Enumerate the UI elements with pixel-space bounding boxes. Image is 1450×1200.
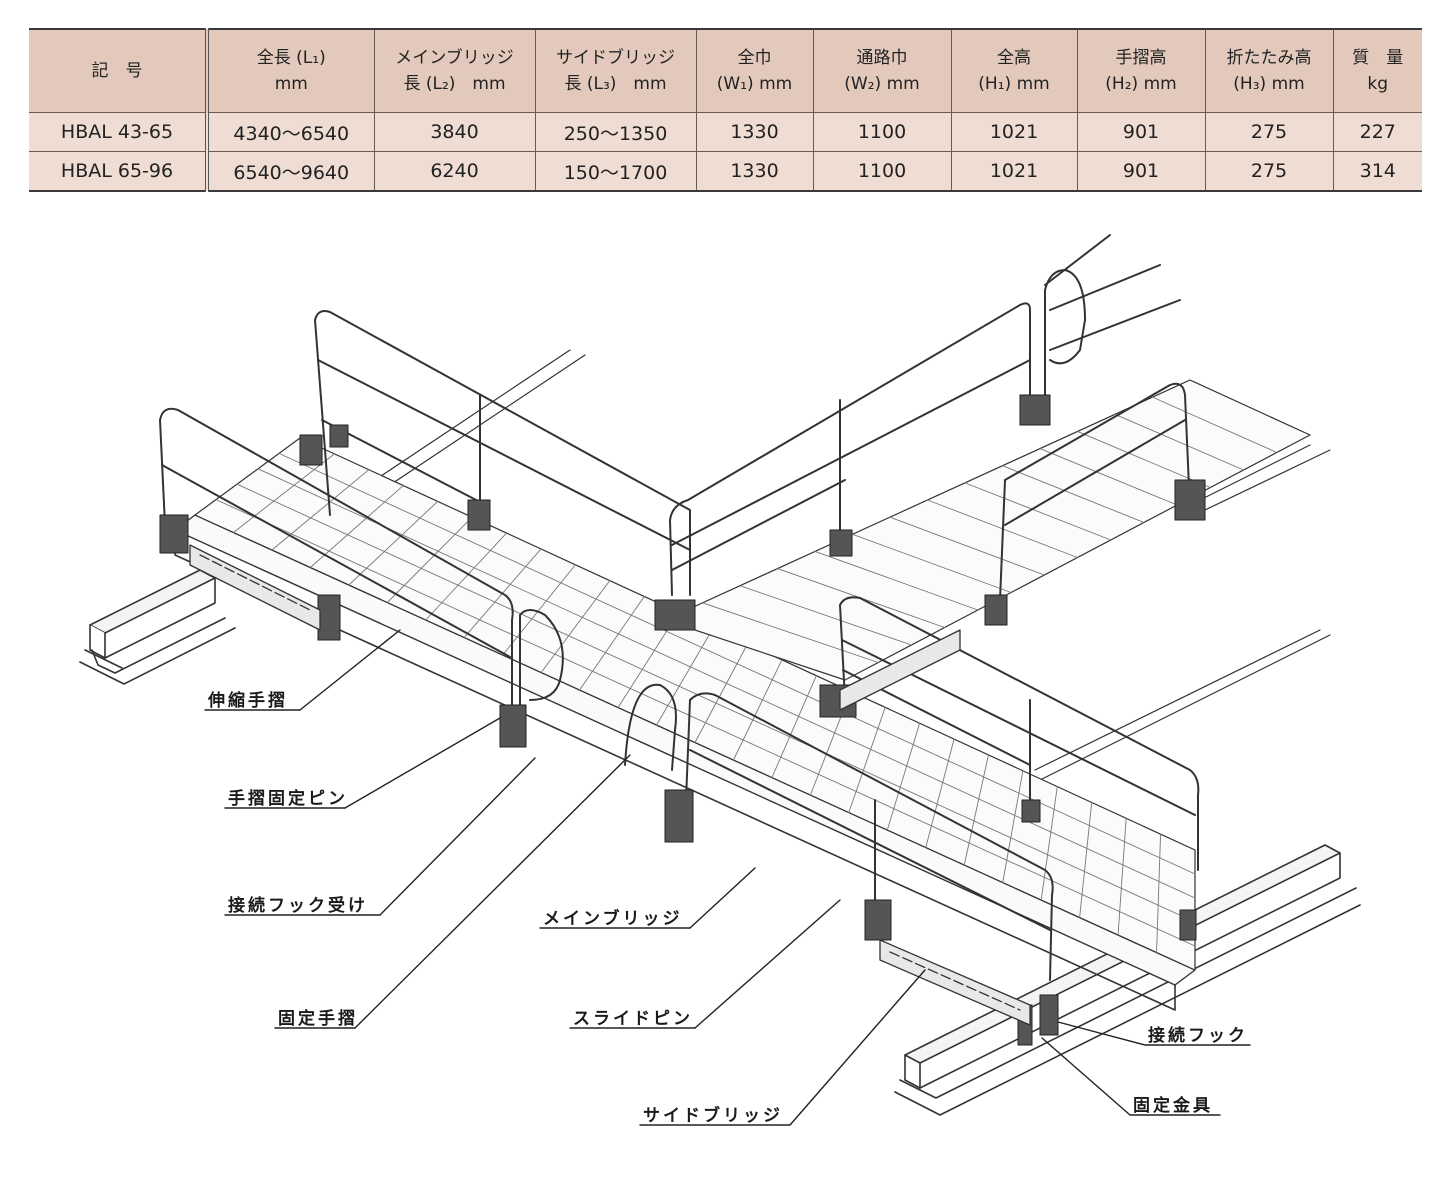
deck-crossbar xyxy=(963,754,989,866)
side-deck-crossbar xyxy=(1039,448,1178,506)
header-total-length: 全長 (L₁)mm xyxy=(207,29,375,113)
deck-crossbar xyxy=(1002,770,1024,883)
deck-crossbar xyxy=(233,453,335,533)
header-total-width: 全巾(W₁) mm xyxy=(696,29,814,113)
table-cell: 6540〜9640 xyxy=(207,151,375,191)
label-underlines xyxy=(204,709,1251,1126)
label-connect-hook: 接続フック xyxy=(1148,1025,1248,1046)
deck-crossbar xyxy=(579,596,645,691)
side-deck-crossbar xyxy=(814,550,979,611)
deck-rail xyxy=(236,483,1196,923)
leader-lines xyxy=(299,629,1146,1126)
spec-table: 記 号 全長 (L₁)mm メインブリッジ長 (L₂) mm サイドブリッジ長 … xyxy=(29,28,1422,192)
label-hook-receiver: 接続フック受け xyxy=(228,895,368,916)
deck-crossbar xyxy=(271,469,370,551)
header-main-bridge-length: メインブリッジ長 (L₂) mm xyxy=(374,29,536,113)
table-cell: 314 xyxy=(1333,151,1422,191)
table-cell: 1100 xyxy=(813,151,952,191)
table-cell: 3840 xyxy=(374,112,536,152)
label-extend-handrail: 伸縮手摺 xyxy=(207,690,288,711)
header-folded-height: 折たたみ高(H₃) mm xyxy=(1205,29,1334,113)
side-deck-crossbar xyxy=(1152,396,1278,453)
header-passage-width: 通路巾(W₂) mm xyxy=(813,29,952,113)
deck-rail xyxy=(257,468,1196,899)
side-deck-crossbar xyxy=(852,533,1012,593)
deck-crossbar xyxy=(425,532,507,621)
deck-crossbar xyxy=(848,706,886,813)
table-cell: HBAL 65-96 xyxy=(29,151,209,191)
table-cell: 275 xyxy=(1205,151,1334,191)
deck-crossbar xyxy=(540,580,611,673)
label-fixing-bracket: 固定金具 xyxy=(1133,1095,1213,1116)
header-total-height: 全高(H₁) mm xyxy=(951,29,1078,113)
callout-labels: 伸縮手摺 手摺固定ピン 接続フック受け 固定手摺 メインブリッジ スライドピン … xyxy=(207,690,1248,1126)
table-cell: 1021 xyxy=(951,151,1078,191)
table-cell: 6240 xyxy=(374,151,536,191)
side-deck-crossbar xyxy=(1114,413,1245,471)
table-row: HBAL 65-96 6540〜9640 6240 150〜1700 1330 … xyxy=(29,151,1422,191)
deck-crossbar xyxy=(694,643,748,743)
header-handrail-height: 手摺高(H₂) mm xyxy=(1077,29,1206,113)
side-deck-crossbar xyxy=(702,602,879,663)
side-deck-crossbar xyxy=(739,585,912,646)
table-row: HBAL 43-65 4340〜6540 3840 250〜1350 1330 … xyxy=(29,112,1422,152)
side-deck-crossbar xyxy=(1002,465,1145,523)
label-fixed-handrail: 固定手摺 xyxy=(278,1008,358,1029)
table-cell: 250〜1350 xyxy=(535,112,697,152)
table-cell: 1330 xyxy=(696,112,814,152)
brackets xyxy=(159,394,1206,1046)
table-cell: 1330 xyxy=(696,151,814,191)
table-cell: 227 xyxy=(1333,112,1422,152)
side-deck-crossbar xyxy=(889,516,1045,576)
deck-crossbar xyxy=(925,738,955,848)
deck-crossbar xyxy=(733,659,783,761)
table-cell: 1100 xyxy=(813,112,952,152)
deck-rail xyxy=(215,499,1196,947)
h-beam-left xyxy=(79,569,236,685)
header-side-bridge-length: サイドブリッジ長 (L₃) mm xyxy=(535,29,697,113)
deck-crossbar xyxy=(771,675,817,778)
bridge-diagram: 伸縮手摺 手摺固定ピン 接続フック受け 固定手摺 メインブリッジ スライドピン … xyxy=(79,234,1361,1126)
deck-crossbar xyxy=(1156,833,1162,953)
label-handrail-pin: 手摺固定ピン xyxy=(228,788,348,809)
handrails xyxy=(159,234,1200,981)
deck-crossbar xyxy=(502,564,576,656)
side-bridge-panels xyxy=(189,544,1031,1026)
label-main-bridge: メインブリッジ xyxy=(543,908,683,929)
table-cell: 275 xyxy=(1205,112,1334,152)
side-bridge-deck xyxy=(664,379,1311,681)
deck-crossbar xyxy=(886,722,921,831)
deck-rail xyxy=(278,452,1196,875)
deck-crossbar xyxy=(1040,786,1058,901)
table-cell: 901 xyxy=(1077,112,1206,152)
deck-crossbar xyxy=(1117,817,1127,936)
header-symbol: 記 号 xyxy=(29,29,209,113)
deck-crossbar xyxy=(348,500,439,586)
table-cell: 901 xyxy=(1077,151,1206,191)
table-cell: 150〜1700 xyxy=(535,151,697,191)
deck-crossbar xyxy=(1079,802,1093,918)
label-side-bridge: サイドブリッジ xyxy=(643,1105,783,1126)
label-slide-pin: スライドピン xyxy=(573,1009,693,1029)
table-cell: HBAL 43-65 xyxy=(29,112,209,152)
side-deck-crossbar xyxy=(964,482,1112,541)
deck-crossbar xyxy=(309,485,404,568)
table-cell: 4340〜6540 xyxy=(207,112,375,152)
table-header-row: 記 号 全長 (L₁)mm メインブリッジ長 (L₂) mm サイドブリッジ長 … xyxy=(29,29,1422,113)
deck-crossbar xyxy=(656,627,714,726)
table-cell: 1021 xyxy=(951,112,1078,152)
deck-crossbar xyxy=(386,516,473,603)
